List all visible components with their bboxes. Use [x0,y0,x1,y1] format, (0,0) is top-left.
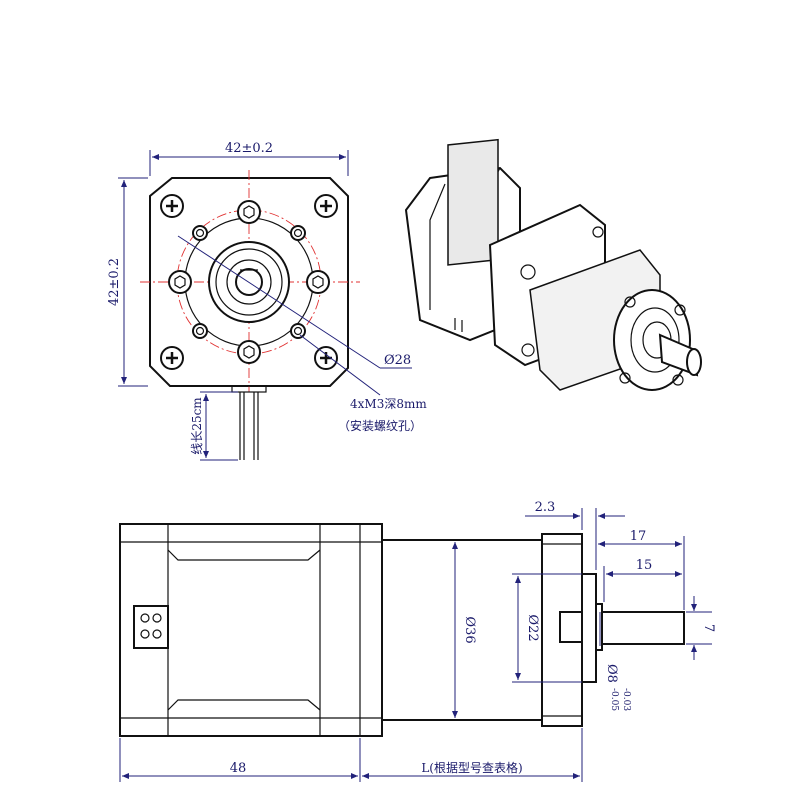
connector-pin [140,629,150,639]
motor-length-label: 48 [230,761,247,776]
gearbox-boss [581,573,597,683]
corner-screw [314,346,338,370]
shaft-diameter-label: Ø8 [604,664,619,683]
connector [133,605,169,649]
flange-key [559,611,583,643]
thread-note: 4xM3深8mm [350,397,427,411]
lead-length-label: 线长25cm [190,397,204,455]
iso-screw [520,264,536,280]
output-shaft [601,611,685,645]
shaft-flat-label: 7 [701,624,716,632]
iso-screw [674,304,686,316]
front-view: 42±0.2 42±0.2 Ø28 4xM3深8mm （安装螺纹孔） 线长25c… [107,141,427,461]
side-view: 48 L(根据型号查表格) Ø36 Ø22 2.3 17 15 7 Ø8 [119,500,716,782]
hex-bolt [306,270,330,294]
lead-exit [231,385,267,393]
hex-bolt [168,270,192,294]
threaded-hole [192,225,208,241]
diameter-leader [177,235,381,369]
shaft-length-label: 15 [636,558,653,573]
flange-thickness-label: 2.3 [535,500,556,515]
threaded-hole [290,225,306,241]
iso-motor-side [447,138,499,266]
bearing-ring [226,259,272,305]
hex-bolt [237,200,261,224]
thread-note-sub: （安装螺纹孔） [338,418,422,433]
motor-bevel [167,549,321,711]
body-diameter-label: Ø36 [462,616,477,643]
diameter-label: Ø28 [384,353,411,368]
shaft-tolerance-lower: -0.05 [609,688,619,711]
iso-screw [672,374,684,386]
boss-diameter-label: Ø22 [525,614,540,641]
threaded-hole [290,323,306,339]
shaft-tolerance-upper: -0.03 [621,688,631,711]
iso-screw [624,296,636,308]
threaded-hole [192,323,208,339]
hex-bolt [237,340,261,364]
thread-leader [299,334,381,396]
iso-screw [619,372,631,384]
corner-screw [160,346,184,370]
shaft-total-label: 17 [630,529,647,544]
iso-shaft-end [686,348,702,376]
iso-screw [521,343,535,357]
connector-pin [152,613,162,623]
boss-inner [215,248,283,316]
height-dimension-label: 42±0.2 [107,258,122,306]
width-dimension-label: 42±0.2 [225,141,273,156]
corner-screw [314,194,338,218]
gearbox-length-label: L(根据型号查表格) [421,760,522,775]
connector-pin [152,629,162,639]
isometric-view [404,138,702,391]
connector-pin [140,613,150,623]
iso-screw [592,226,604,238]
iso-gearbox-boss [630,307,680,373]
corner-screw [160,194,184,218]
